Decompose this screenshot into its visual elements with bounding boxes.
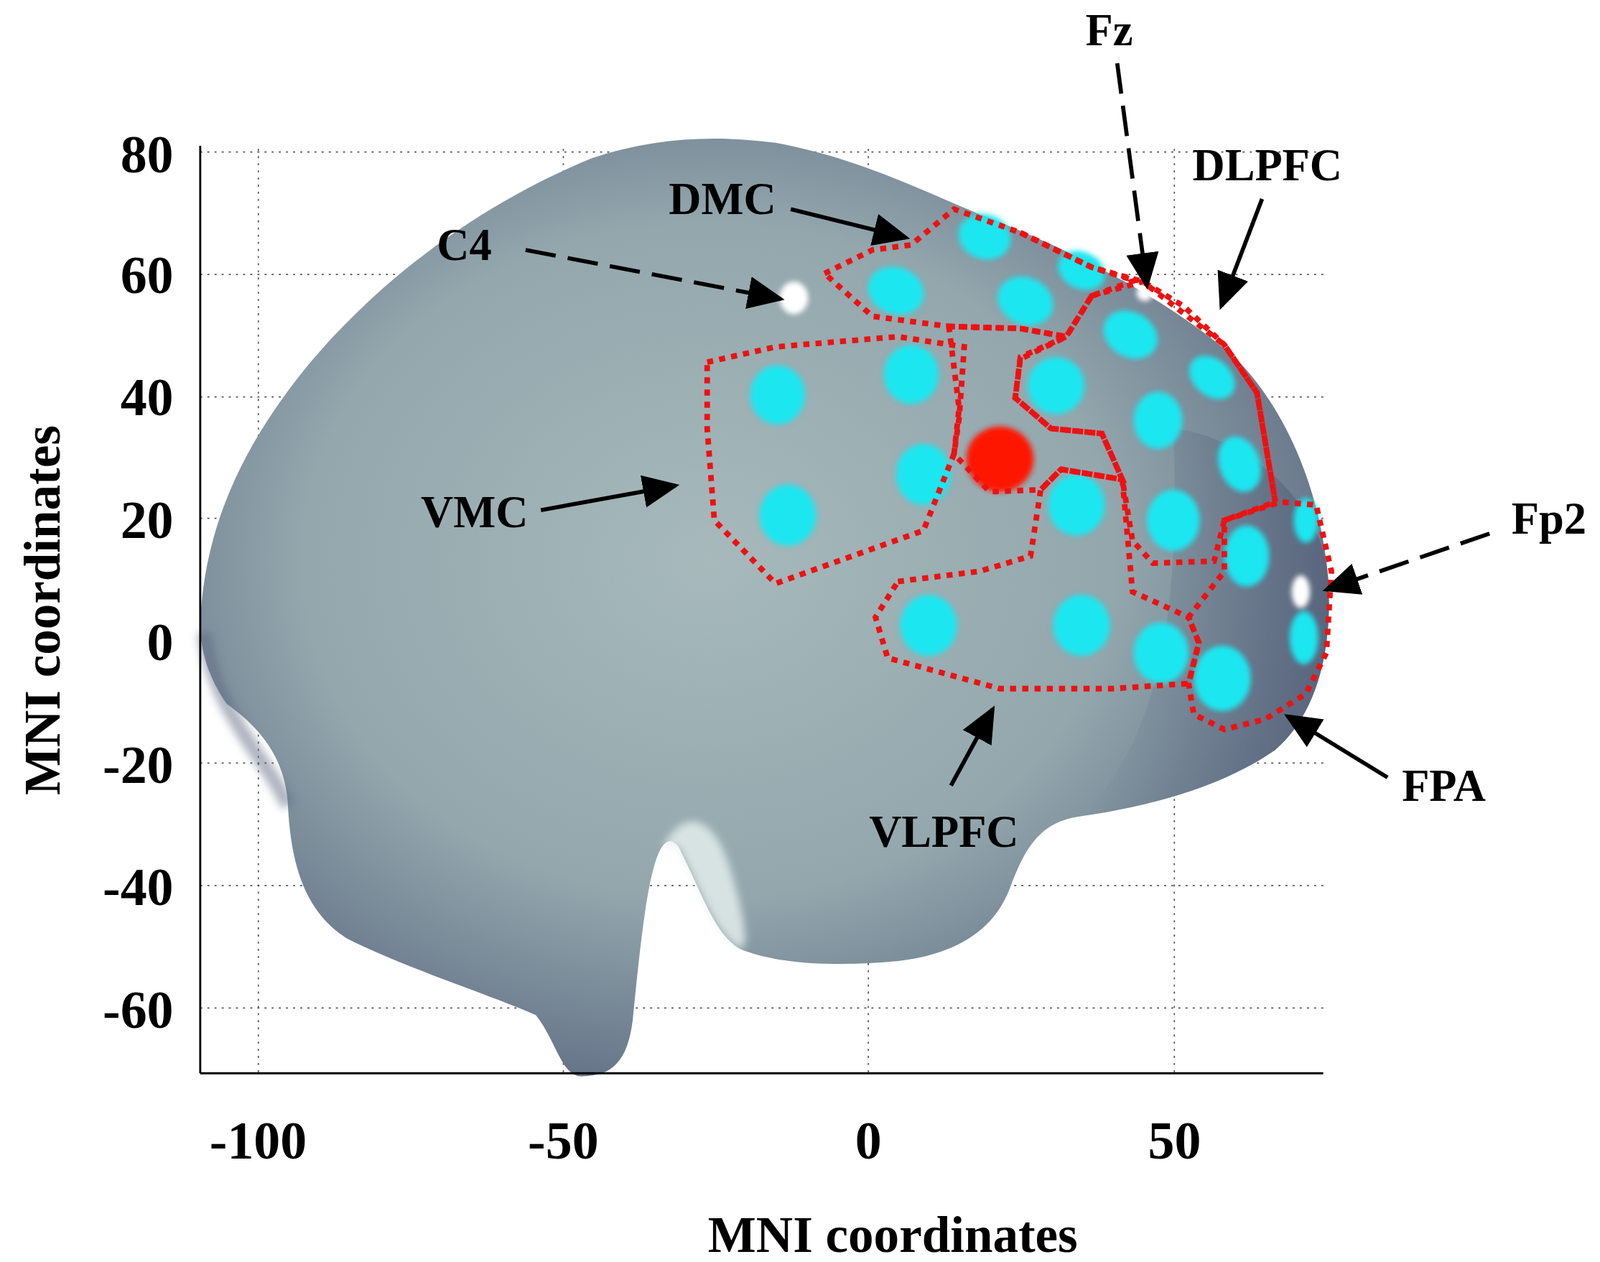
axis-tick: 0 [855, 1114, 882, 1168]
region-label: VMC [420, 489, 528, 536]
axis-tick: 60 [120, 249, 174, 303]
axis-title: MNI coordinates [17, 425, 69, 795]
axis-title: MNI coordinates [708, 1209, 1078, 1261]
region-label: VLPFC [868, 809, 1019, 855]
axis-tick: 20 [120, 494, 174, 548]
axis-tick: -100 [209, 1114, 307, 1168]
electrode-label: C4 [436, 222, 492, 268]
axis-tick: 0 [147, 616, 174, 670]
axis-tick: -20 [102, 738, 174, 793]
axis-tick: 40 [120, 371, 174, 425]
axis-tick: 50 [1148, 1114, 1202, 1168]
region-label: DMC [668, 176, 776, 222]
axis-tick: -60 [102, 983, 174, 1037]
region-label: DLPFC [1192, 142, 1343, 189]
axis-tick: -50 [527, 1114, 599, 1168]
electrode-label: Fp2 [1511, 496, 1587, 542]
region-label: FPA [1401, 763, 1486, 809]
electrode-label: Fz [1085, 7, 1134, 54]
axis-tick: 80 [120, 128, 174, 182]
axis-tick: -40 [102, 861, 174, 915]
